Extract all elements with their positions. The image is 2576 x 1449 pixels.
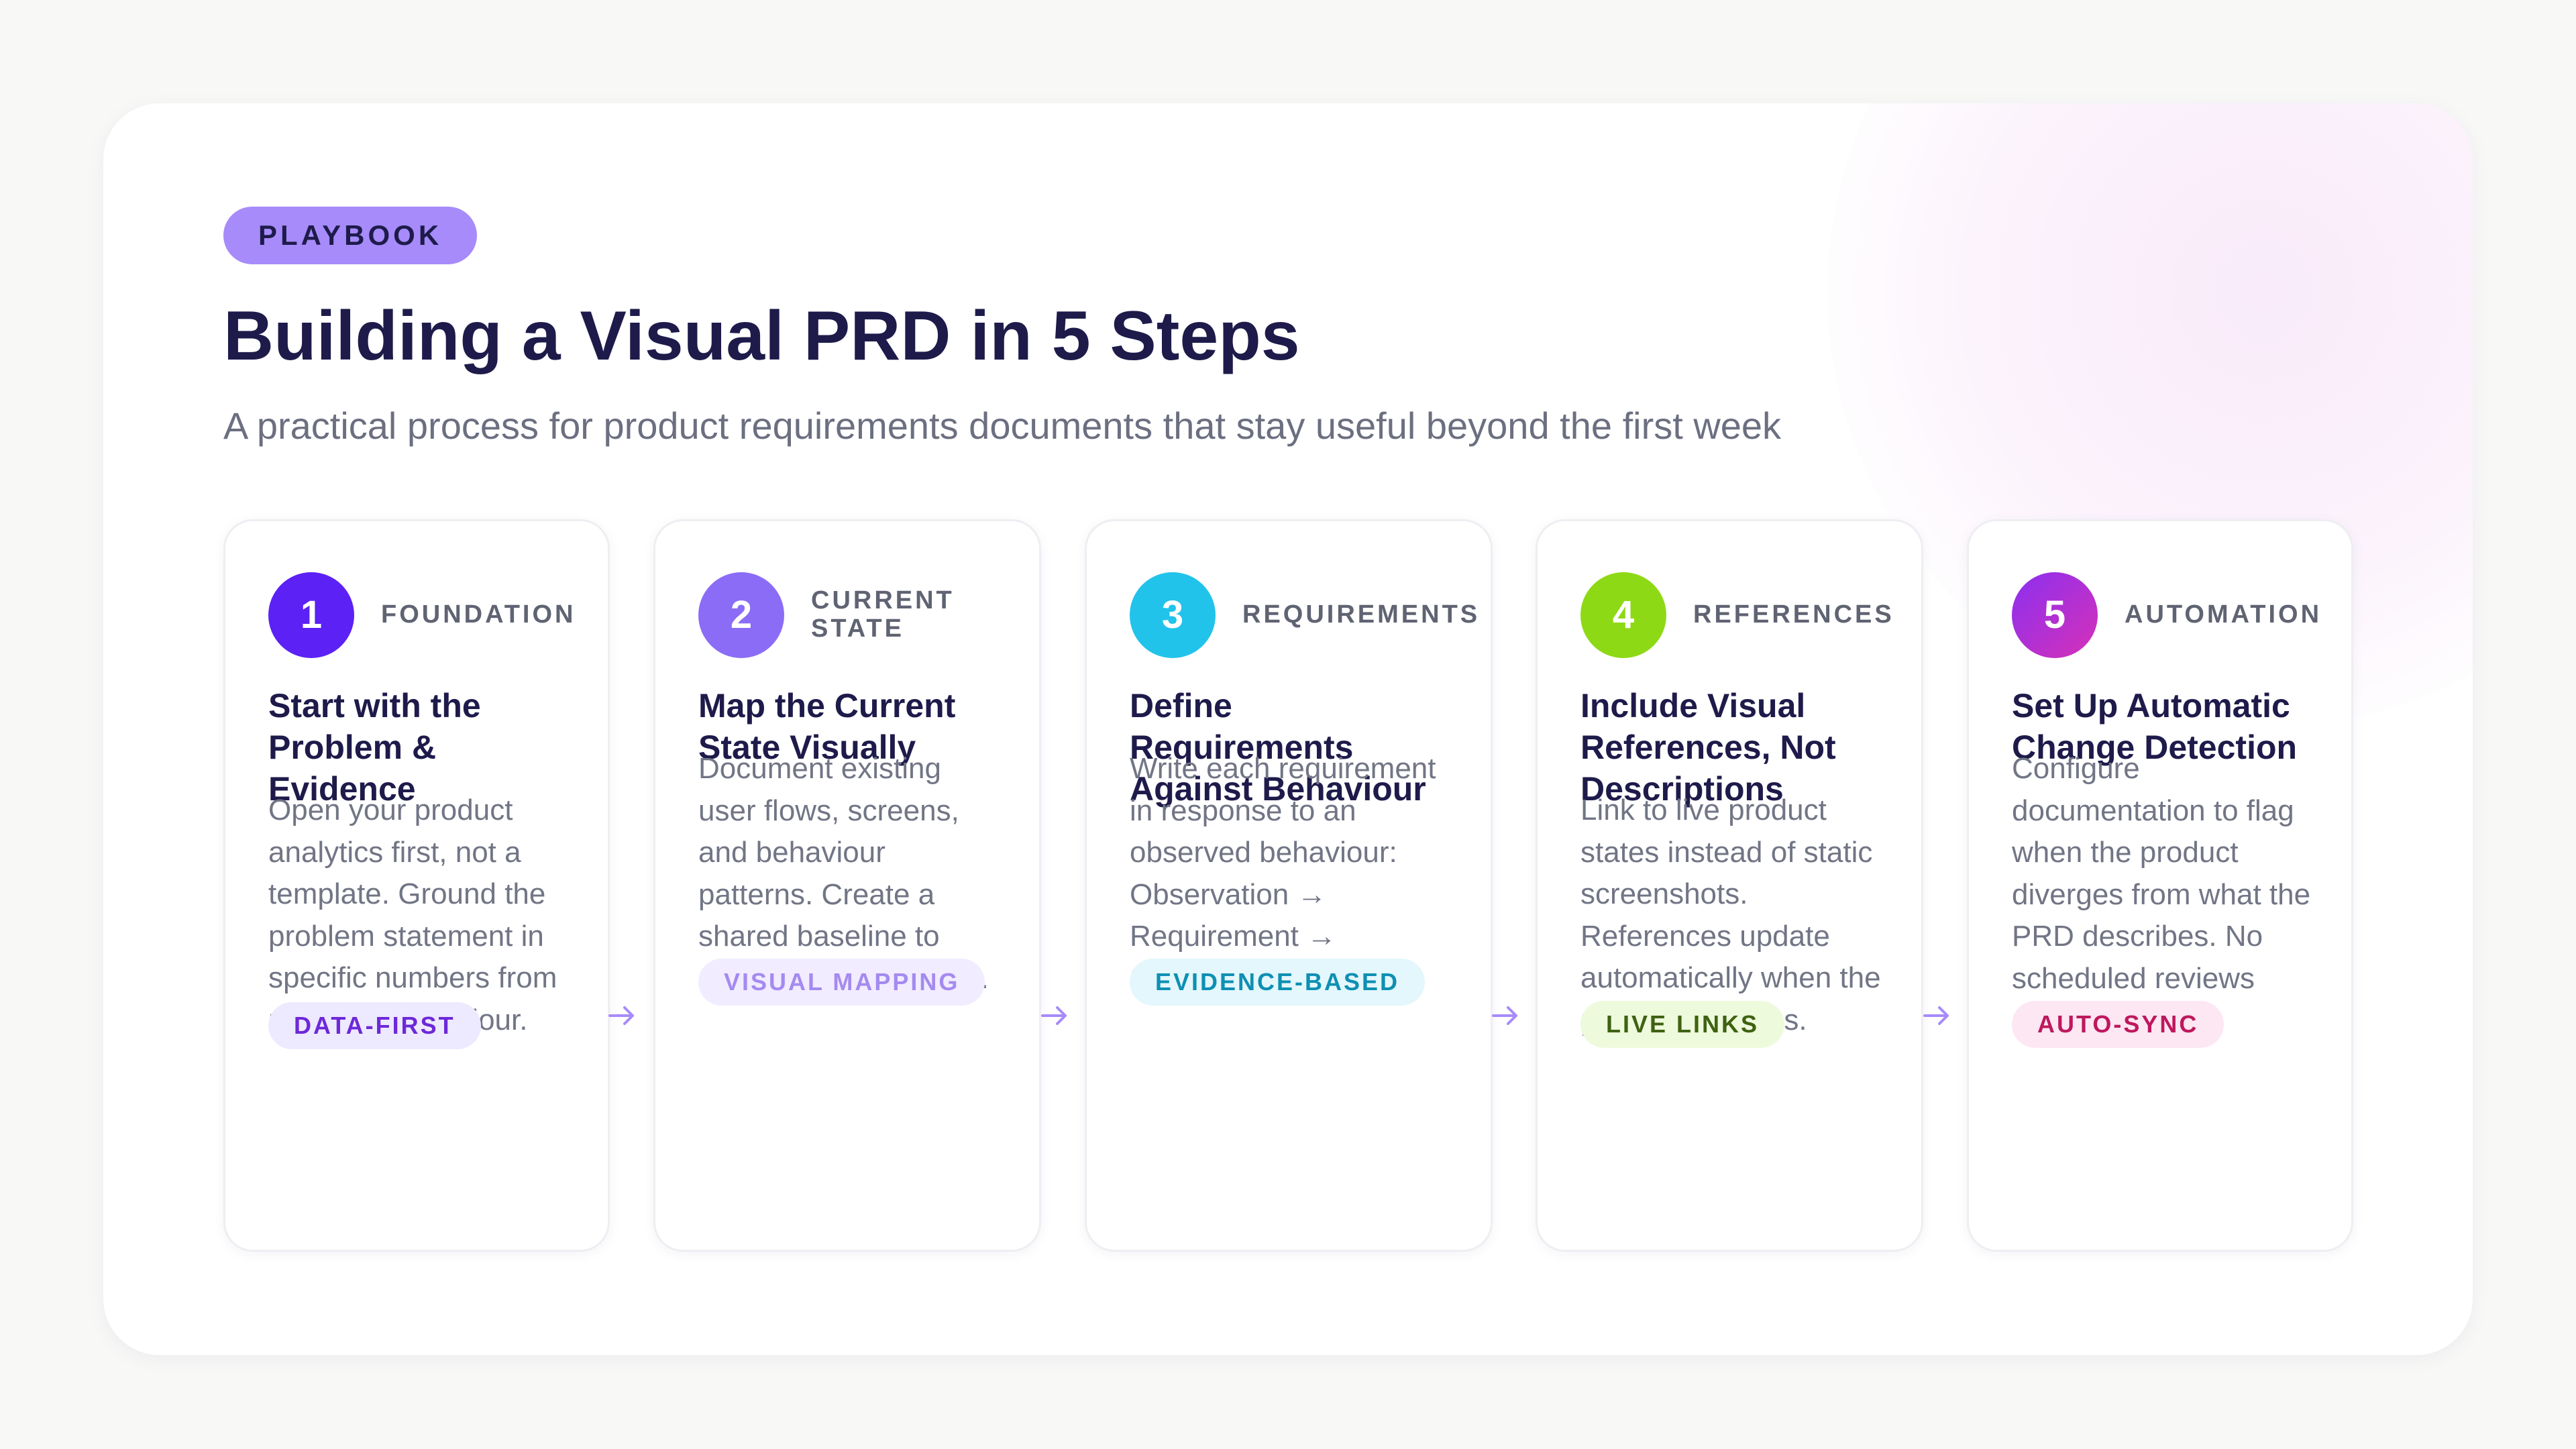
step-label-1: FOUNDATION <box>381 600 576 629</box>
arrow-right-icon <box>1041 1006 1067 1025</box>
step-card-3: 3 REQUIREMENTS Define Requirements Again… <box>1085 519 1493 1252</box>
step-title-1: Start with the Problem & Evidence <box>268 687 481 808</box>
step-label-5: AUTOMATION <box>2125 600 2322 629</box>
page-title: Building a Visual PRD in 5 Steps <box>223 297 1300 375</box>
step-number-2: 2 <box>698 572 784 658</box>
step-tag-1: DATA-FIRST <box>268 1002 481 1049</box>
step-label-2: CURRENT STATE <box>811 586 955 643</box>
arrow-right-icon <box>608 1006 634 1025</box>
step-card-2: 2 CURRENT STATE Map the Current State Vi… <box>653 519 1041 1252</box>
step-description-3: Write each requirement in response to an… <box>1130 752 1436 995</box>
page-subtitle: A practical process for product requirem… <box>223 405 1782 447</box>
step-description-2: Document existing user flows, screens, a… <box>698 752 989 995</box>
step-number-5: 5 <box>2012 572 2098 658</box>
step-title-3: Define Requirements Against Behaviour <box>1130 687 1426 808</box>
step-description-4: Link to live product states instead of s… <box>1580 794 1881 1036</box>
step-card-1: 1 FOUNDATION Start with the Problem & Ev… <box>223 519 610 1252</box>
step-number-1: 1 <box>268 572 354 658</box>
playbook-badge: PLAYBOOK <box>223 207 478 264</box>
step-title-2: Map the Current State Visually <box>698 687 956 766</box>
step-number-3: 3 <box>1130 572 1216 658</box>
step-description-5: Configure documentation to flag when the… <box>2012 752 2311 1036</box>
step-tag-4: LIVE LINKS <box>1580 1001 1785 1048</box>
arrow-right-icon <box>1492 1006 1517 1025</box>
step-label-4: REFERENCES <box>1693 600 1894 629</box>
step-tag-5: AUTO-SYNC <box>2012 1001 2224 1048</box>
step-tag-2: VISUAL MAPPING <box>698 959 985 1006</box>
step-label-3: REQUIREMENTS <box>1242 600 1481 629</box>
playbook-slide: PLAYBOOK Building a Visual PRD in 5 Step… <box>103 103 2473 1355</box>
step-card-5: 5 AUTOMATION Set Up Automatic Change Det… <box>1967 519 2353 1252</box>
step-card-4: 4 REFERENCES Include Visual References, … <box>1536 519 1923 1252</box>
step-title-5: Set Up Automatic Change Detection <box>2012 687 2298 766</box>
step-title-4: Include Visual References, Not Descripti… <box>1580 687 1836 808</box>
arrow-right-icon <box>1923 1006 1949 1025</box>
step-tag-3: EVIDENCE-BASED <box>1130 959 1426 1006</box>
step-number-4: 4 <box>1580 572 1666 658</box>
